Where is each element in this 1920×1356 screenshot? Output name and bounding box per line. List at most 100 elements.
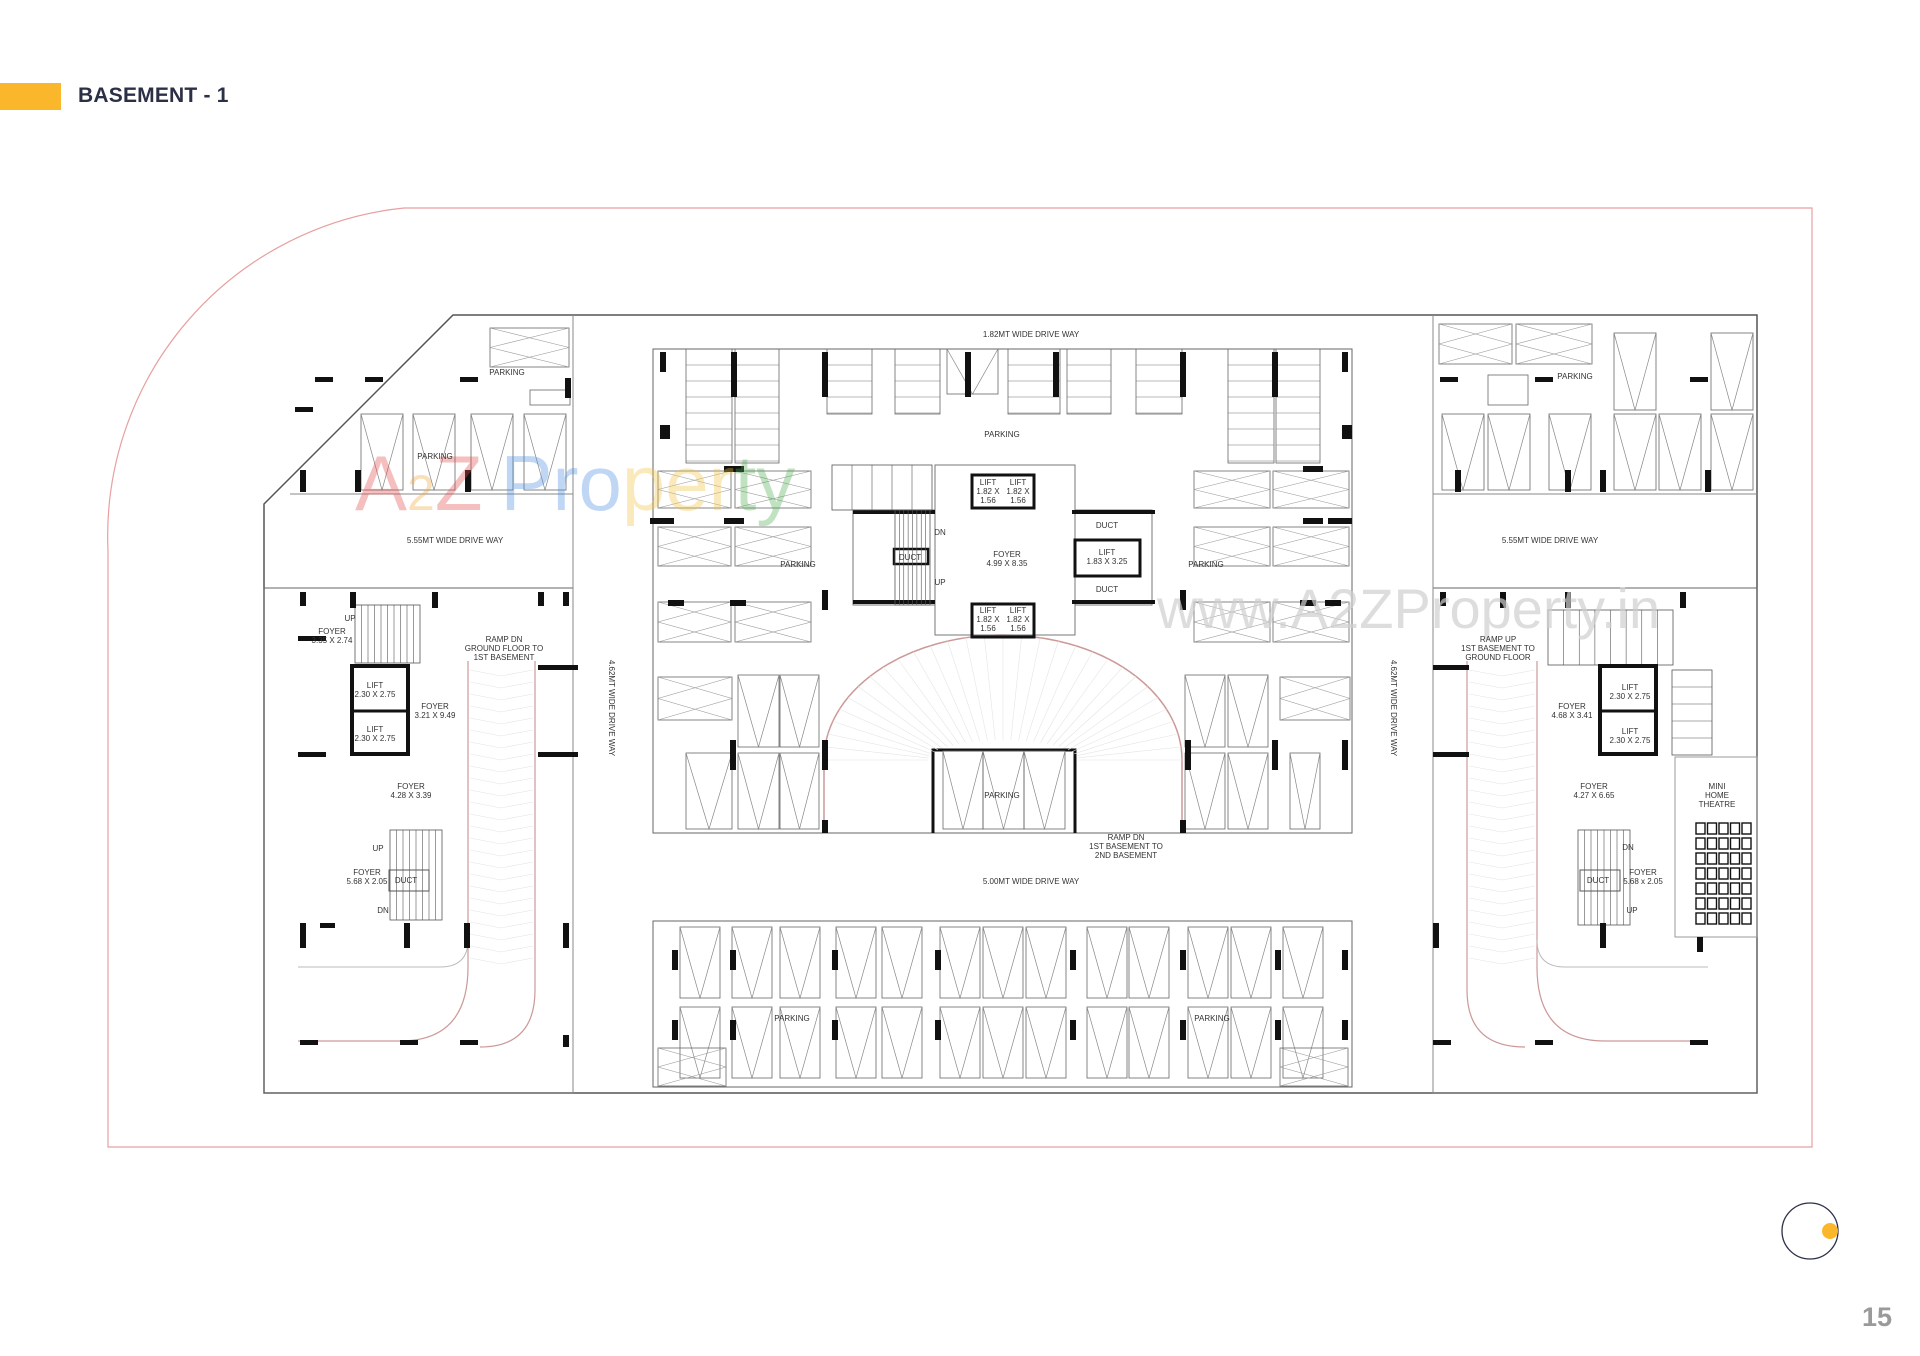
label-line: FOYER bbox=[1558, 702, 1586, 711]
column bbox=[832, 1020, 838, 1040]
label-line: 1ST BASEMENT bbox=[474, 653, 535, 662]
label-duct-stair: DUCT bbox=[899, 553, 921, 562]
staircase bbox=[1671, 669, 1713, 756]
label-line: 1.56 bbox=[980, 496, 996, 505]
column bbox=[460, 377, 478, 382]
parking-stall bbox=[881, 1006, 923, 1080]
parking-stall bbox=[1227, 674, 1269, 749]
parking-stall bbox=[657, 470, 732, 509]
label-right-up: UP bbox=[1626, 906, 1637, 915]
right-ramp bbox=[1466, 661, 1708, 1048]
theatre-seat bbox=[1706, 912, 1718, 925]
parking-stall bbox=[1086, 1006, 1128, 1080]
parking-stall bbox=[1227, 348, 1275, 464]
bottom-block bbox=[652, 920, 1353, 1088]
staircase bbox=[389, 829, 443, 921]
theatre-seat bbox=[1741, 852, 1752, 865]
column bbox=[965, 352, 971, 397]
column bbox=[730, 950, 736, 970]
column bbox=[1070, 950, 1076, 970]
column bbox=[1500, 592, 1506, 608]
column bbox=[464, 923, 470, 948]
theatre-seat bbox=[1741, 912, 1752, 925]
column bbox=[465, 470, 471, 492]
label-line: FOYER bbox=[318, 627, 346, 636]
parking-stall bbox=[1437, 323, 1514, 365]
theatre-seat bbox=[1718, 912, 1729, 925]
theatre-seat bbox=[1706, 882, 1718, 895]
label-left-driveway: 5.55MT WIDE DRIVE WAY bbox=[407, 536, 504, 545]
parking-stall bbox=[1184, 674, 1226, 749]
label-line: FOYER bbox=[353, 868, 381, 877]
column bbox=[1690, 1040, 1708, 1045]
column bbox=[1433, 923, 1439, 948]
parking-stall bbox=[779, 1006, 821, 1080]
column bbox=[298, 752, 326, 757]
label-line: 4.28 X 3.39 bbox=[391, 791, 432, 800]
parking-stall bbox=[779, 752, 820, 830]
parking-stall bbox=[779, 926, 821, 1000]
column bbox=[822, 740, 828, 770]
column bbox=[1053, 352, 1059, 397]
column bbox=[660, 425, 670, 439]
staircase bbox=[831, 464, 933, 511]
column bbox=[1342, 950, 1348, 970]
theatre-seat bbox=[1718, 837, 1729, 850]
parking-stall bbox=[1710, 413, 1754, 492]
parking-stall bbox=[523, 413, 567, 492]
parking-stall bbox=[1025, 926, 1067, 1000]
right-core bbox=[1579, 664, 1758, 938]
label-line: HOME bbox=[1705, 791, 1729, 800]
parking-stall bbox=[470, 413, 514, 492]
theatre-seat bbox=[1695, 897, 1706, 910]
column bbox=[1535, 1040, 1553, 1045]
staircases bbox=[354, 464, 1713, 926]
column bbox=[1680, 592, 1686, 608]
parking-stall bbox=[1193, 526, 1271, 567]
label-bottom-driveway: 5.00MT WIDE DRIVE WAY bbox=[983, 877, 1080, 886]
column bbox=[672, 950, 678, 970]
theatre-seat bbox=[1706, 867, 1718, 880]
parking-stall bbox=[656, 676, 734, 721]
parking-stall bbox=[489, 327, 570, 368]
label-line: 4.27 X 6.65 bbox=[1574, 791, 1615, 800]
label-line: FOYER bbox=[421, 702, 449, 711]
label-line: 1.56 bbox=[1010, 624, 1026, 633]
theatre-seat bbox=[1706, 822, 1718, 835]
label-line: 5.68 X 2.05 bbox=[347, 877, 388, 886]
watermark-url: www.A2ZProperty.in bbox=[1156, 577, 1660, 640]
column bbox=[731, 352, 737, 397]
parking-stall bbox=[529, 389, 571, 406]
column bbox=[822, 820, 828, 833]
theatre-seats bbox=[1695, 822, 1752, 925]
label-line: GROUND FLOOR bbox=[1465, 653, 1531, 662]
label-line: 4.99 X 8.35 bbox=[987, 559, 1028, 568]
parking-stall bbox=[835, 1006, 877, 1080]
parking-stall bbox=[1613, 332, 1657, 412]
column bbox=[660, 352, 666, 372]
column bbox=[295, 407, 313, 412]
label-line: 2.30 X 2.75 bbox=[1610, 692, 1651, 701]
label-line: 2ND BASEMENT bbox=[1095, 851, 1157, 860]
label-right-vertical-driveway: 4.62MT WIDE DRIVE WAY bbox=[1389, 660, 1398, 757]
parking-stall bbox=[939, 926, 981, 1000]
label-parking-topright: PARKING bbox=[1557, 372, 1592, 381]
theatre-seat bbox=[1695, 852, 1706, 865]
column bbox=[672, 1020, 678, 1040]
parking-stall bbox=[1128, 1006, 1170, 1080]
parking-stall bbox=[1289, 752, 1321, 830]
theatre-seat bbox=[1718, 867, 1729, 880]
structural-columns bbox=[295, 352, 1711, 1047]
column bbox=[1180, 590, 1186, 610]
label-right-dn: DN bbox=[1622, 843, 1634, 852]
label-line: 1ST BASEMENT TO bbox=[1461, 644, 1535, 653]
column bbox=[1342, 425, 1352, 439]
theatre-seat bbox=[1729, 822, 1741, 835]
